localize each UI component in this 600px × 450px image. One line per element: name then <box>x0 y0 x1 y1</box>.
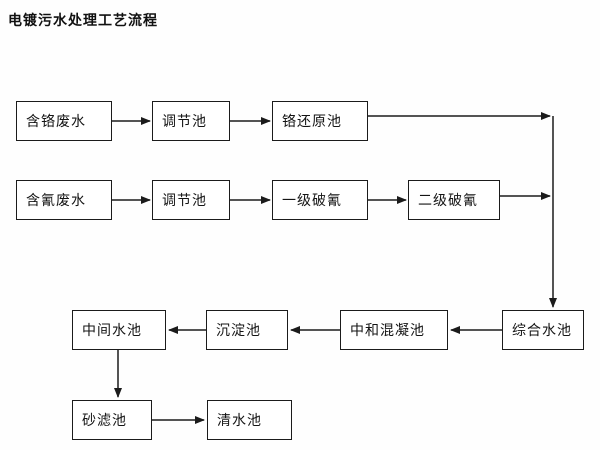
node-primary-cyanide-breaking: 一级破氰 <box>272 180 368 220</box>
node-chromium-wastewater: 含铬废水 <box>16 101 112 141</box>
node-regulation-tank-2: 调节池 <box>152 180 230 220</box>
diagram-title: 电镀污水处理工艺流程 <box>8 12 158 28</box>
node-sedimentation-tank: 沉淀池 <box>206 310 288 350</box>
node-cyanide-wastewater: 含氰废水 <box>16 180 112 220</box>
node-clean-water-tank: 清水池 <box>207 400 292 440</box>
node-sand-filter-tank: 砂滤池 <box>72 400 152 440</box>
node-neutralization-coagulation-tank: 中和混凝池 <box>340 310 448 350</box>
node-intermediate-tank: 中间水池 <box>72 310 166 350</box>
node-chromium-reduction-tank: 铬还原池 <box>272 101 368 141</box>
node-regulation-tank-1: 调节池 <box>152 101 230 141</box>
node-secondary-cyanide-breaking: 二级破氰 <box>408 180 500 220</box>
node-comprehensive-tank: 综合水池 <box>502 310 584 350</box>
